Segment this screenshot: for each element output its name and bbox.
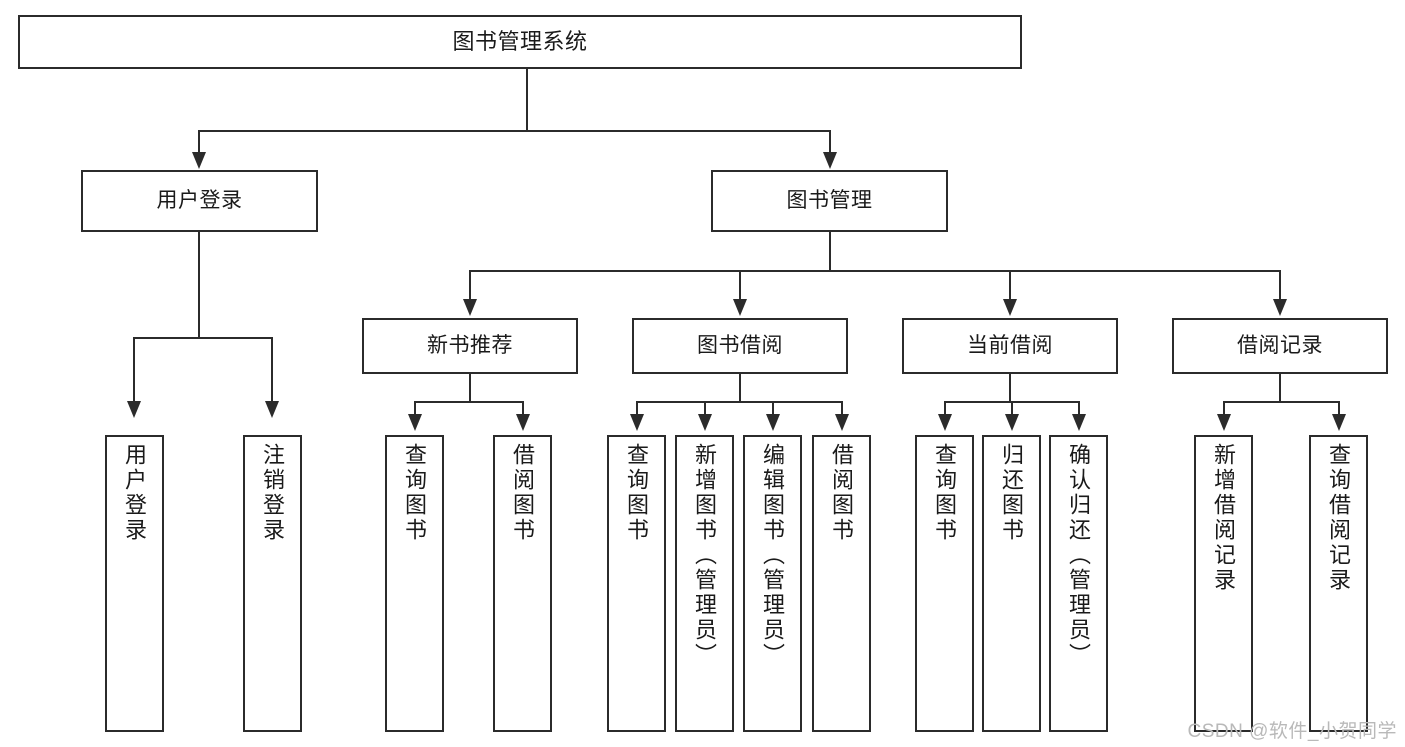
- connector-current-borrow-drop-3: [1078, 401, 1080, 415]
- arrow-to-leaf-add-record: [1217, 414, 1231, 431]
- connector-level2-drop-left: [198, 130, 200, 153]
- node-label: 注销登录: [260, 443, 286, 543]
- connector-current-borrow-stem: [1009, 374, 1011, 402]
- connector-root-stem: [526, 69, 528, 131]
- node-label: 查询图书: [932, 443, 958, 543]
- connector-borrow-record-drop-1: [1223, 401, 1225, 415]
- arrow-to-leaf-borrow-book-1: [516, 414, 530, 431]
- connector-book-borrow-drop-4: [841, 401, 843, 415]
- leaf-borrow-book-recommend[interactable]: 借阅图书: [493, 435, 552, 732]
- node-label: 查询借阅记录: [1326, 443, 1352, 593]
- node-label: 编辑图书（管理员）: [760, 443, 786, 668]
- connector-level2-drop-right: [829, 130, 831, 153]
- connector-user-login-drop-1: [133, 337, 135, 402]
- leaf-return-book[interactable]: 归还图书: [982, 435, 1041, 732]
- node-borrow-record[interactable]: 借阅记录: [1172, 318, 1388, 374]
- node-root-book-management-system[interactable]: 图书管理系统: [18, 15, 1022, 69]
- arrow-to-leaf-query-record: [1332, 414, 1346, 431]
- watermark-csdn: CSDN @软件_小贺同学: [1187, 721, 1397, 742]
- arrow-to-user-login: [192, 152, 206, 169]
- arrow-to-leaf-borrow-book-2: [835, 414, 849, 431]
- node-label: 图书管理系统: [452, 29, 588, 55]
- node-label: 用户登录: [156, 188, 243, 212]
- node-label: 用户登录: [122, 443, 148, 543]
- arrow-to-leaf-add-book: [698, 414, 712, 431]
- node-book-borrow[interactable]: 图书借阅: [632, 318, 848, 374]
- arrow-to-book-management: [823, 152, 837, 169]
- node-label: 查询图书: [624, 443, 650, 543]
- connector-new-book-drop-2: [522, 401, 524, 415]
- node-user-login[interactable]: 用户登录: [81, 170, 318, 232]
- node-label: 新增图书（管理员）: [692, 443, 718, 668]
- connector-user-login-bus: [133, 337, 272, 339]
- connector-book-borrow-drop-3: [772, 401, 774, 415]
- arrow-to-leaf-query-book-2: [630, 414, 644, 431]
- node-label: 新增借阅记录: [1211, 443, 1237, 593]
- connector-current-borrow-drop-1: [944, 401, 946, 415]
- node-label: 图书借阅: [697, 333, 783, 357]
- leaf-query-book-borrow[interactable]: 查询图书: [607, 435, 666, 732]
- connector-book-borrow-drop-1: [636, 401, 638, 415]
- leaf-borrow-book[interactable]: 借阅图书: [812, 435, 871, 732]
- connector-level3-drop-1: [469, 270, 471, 300]
- connector-borrow-record-stem: [1279, 374, 1281, 402]
- leaf-query-borrow-record[interactable]: 查询借阅记录: [1309, 435, 1368, 732]
- connector-user-login-stem: [198, 232, 200, 338]
- leaf-query-book-current[interactable]: 查询图书: [915, 435, 974, 732]
- leaf-confirm-return-admin[interactable]: 确认归还（管理员）: [1049, 435, 1108, 732]
- node-book-management[interactable]: 图书管理: [711, 170, 948, 232]
- connector-borrow-record-drop-2: [1338, 401, 1340, 415]
- leaf-query-book-recommend[interactable]: 查询图书: [385, 435, 444, 732]
- leaf-user-login[interactable]: 用户登录: [105, 435, 164, 732]
- node-label: 归还图书: [999, 443, 1025, 543]
- arrow-to-borrow-record: [1273, 299, 1287, 316]
- node-label: 借阅图书: [829, 443, 855, 543]
- connector-book-borrow-drop-2: [704, 401, 706, 415]
- connector-level3-drop-3: [1009, 270, 1011, 300]
- leaf-add-borrow-record[interactable]: 新增借阅记录: [1194, 435, 1253, 732]
- connector-borrow-record-bus: [1223, 401, 1340, 403]
- arrow-to-leaf-logout: [265, 401, 279, 418]
- node-new-book-recommend[interactable]: 新书推荐: [362, 318, 578, 374]
- node-label: 新书推荐: [427, 333, 513, 357]
- connector-new-book-drop-1: [414, 401, 416, 415]
- connector-level3-drop-2: [739, 270, 741, 300]
- node-label: 当前借阅: [967, 333, 1053, 357]
- connector-book-borrow-stem: [739, 374, 741, 402]
- arrow-to-book-borrow: [733, 299, 747, 316]
- connector-book-borrow-bus: [636, 401, 843, 403]
- arrow-to-leaf-return-book: [1005, 414, 1019, 431]
- connector-book-management-stem: [829, 232, 831, 271]
- leaf-edit-book-admin[interactable]: 编辑图书（管理员）: [743, 435, 802, 732]
- node-label: 借阅记录: [1237, 333, 1323, 357]
- connector-current-borrow-drop-2: [1011, 401, 1013, 415]
- leaf-logout[interactable]: 注销登录: [243, 435, 302, 732]
- leaf-add-book-admin[interactable]: 新增图书（管理员）: [675, 435, 734, 732]
- arrow-to-leaf-edit-book: [766, 414, 780, 431]
- connector-level2-bus: [198, 130, 830, 132]
- connector-new-book-stem: [469, 374, 471, 402]
- arrow-to-current-borrow: [1003, 299, 1017, 316]
- connector-level3-drop-4: [1279, 270, 1281, 300]
- connector-level3-bus: [469, 270, 1281, 272]
- node-label: 借阅图书: [510, 443, 536, 543]
- node-current-borrow[interactable]: 当前借阅: [902, 318, 1118, 374]
- arrow-to-leaf-confirm-return: [1072, 414, 1086, 431]
- arrow-to-leaf-query-book-1: [408, 414, 422, 431]
- connector-new-book-bus: [414, 401, 524, 403]
- arrow-to-leaf-user-login: [127, 401, 141, 418]
- node-label: 图书管理: [786, 188, 873, 212]
- node-label: 查询图书: [402, 443, 428, 543]
- arrow-to-leaf-query-book-3: [938, 414, 952, 431]
- arrow-to-new-book-recommend: [463, 299, 477, 316]
- connector-user-login-drop-2: [271, 337, 273, 402]
- node-label: 确认归还（管理员）: [1066, 443, 1092, 668]
